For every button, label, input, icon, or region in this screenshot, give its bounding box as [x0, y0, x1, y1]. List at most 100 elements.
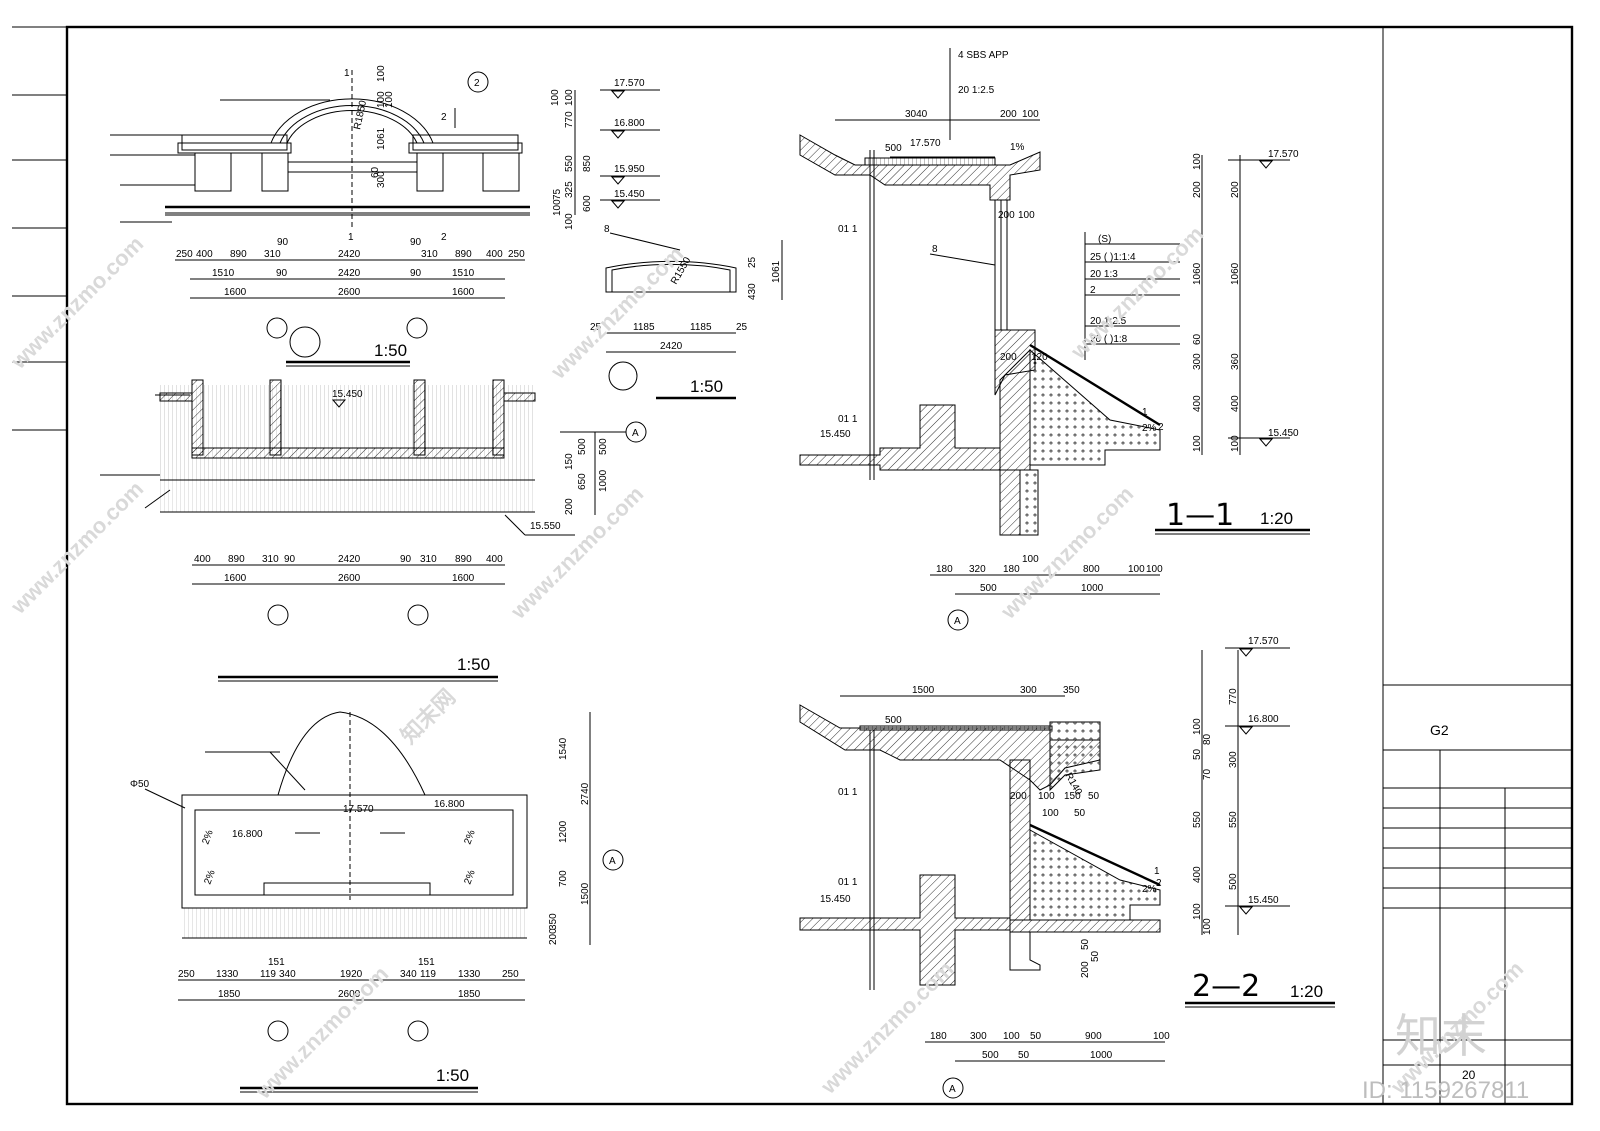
svg-text:900: 900 — [1085, 1031, 1102, 1042]
svg-text:www.znzmo.com: www.znzmo.com — [5, 231, 148, 374]
svg-text:360: 360 — [1230, 353, 1241, 370]
drawing-number: G2 — [1430, 722, 1449, 738]
svg-text:2740: 2740 — [580, 782, 591, 805]
svg-text:50: 50 — [1088, 791, 1100, 802]
svg-text:430: 430 — [747, 283, 758, 300]
svg-text:75: 75 — [552, 188, 563, 200]
svg-text:100: 100 — [1192, 435, 1203, 452]
svg-text:100: 100 — [1192, 903, 1203, 920]
svg-text:550: 550 — [564, 155, 575, 172]
svg-text:90: 90 — [410, 268, 422, 279]
svg-text:100: 100 — [564, 89, 575, 106]
svg-text:100: 100 — [1202, 918, 1213, 935]
svg-text:500: 500 — [885, 715, 902, 726]
svg-text:A: A — [609, 856, 616, 867]
svg-text:1920: 1920 — [340, 969, 363, 980]
svg-text:2420: 2420 — [338, 249, 361, 260]
section-1-notes: (S) 25 ( )1:1:4 20 1:3 2 20 1:2.5 20 ( )… — [1084, 232, 1180, 360]
svg-text:310: 310 — [420, 554, 437, 565]
svg-text:100: 100 — [1003, 1031, 1020, 1042]
svg-text:100: 100 — [1128, 564, 1145, 575]
svg-text:90: 90 — [276, 268, 288, 279]
svg-text:1850: 1850 — [218, 989, 241, 1000]
svg-text:1060: 1060 — [1192, 262, 1203, 285]
svg-text:20 1:2.5: 20 1:2.5 — [1090, 316, 1127, 327]
svg-text:500: 500 — [980, 583, 997, 594]
svg-text:770: 770 — [1228, 688, 1239, 705]
svg-text:50: 50 — [1074, 808, 1086, 819]
arch-radius: R1850 — [352, 99, 369, 131]
svg-text:01 1: 01 1 — [838, 787, 858, 798]
svg-text:25: 25 — [590, 322, 602, 333]
svg-text:700: 700 — [558, 870, 569, 887]
svg-text:80: 80 — [1202, 733, 1213, 745]
svg-text:100: 100 — [564, 213, 575, 230]
svg-text:A: A — [632, 428, 639, 439]
section-1-dims: 180 320 180 100 800 100 100 500 1000 — [930, 554, 1163, 595]
roof-scale: 1:50 — [436, 1066, 469, 1085]
cut-mark-2-bottom: 2 — [441, 232, 447, 243]
svg-text:320: 320 — [969, 564, 986, 575]
svg-text:www.znzmo.com: www.znzmo.com — [1065, 221, 1208, 364]
svg-text:200: 200 — [1192, 181, 1203, 198]
svg-text:890: 890 — [455, 554, 472, 565]
svg-text:1061: 1061 — [376, 127, 387, 150]
section-1-levels: 17.570 15.450 100 200 1060 60 300 400 10… — [1192, 149, 1299, 455]
svg-text:70: 70 — [1202, 768, 1213, 780]
svg-text:1330: 1330 — [458, 969, 481, 980]
section-2-scale: 1:20 — [1290, 982, 1323, 1001]
svg-text:50: 50 — [1018, 1050, 1030, 1061]
svg-text:180: 180 — [930, 1031, 947, 1042]
svg-text:4 SBS APP: 4 SBS APP — [958, 50, 1009, 61]
svg-text:2420: 2420 — [338, 554, 361, 565]
svg-text:15.450: 15.450 — [1268, 428, 1299, 439]
svg-text:1000: 1000 — [598, 469, 609, 492]
svg-text:310: 310 — [421, 249, 438, 260]
svg-text:100: 100 — [1022, 554, 1039, 565]
svg-text:600: 600 — [582, 195, 593, 212]
svg-text:119: 119 — [260, 969, 276, 980]
svg-text:1510: 1510 — [452, 268, 475, 279]
sheet-frame — [12, 25, 1574, 1106]
svg-text:850: 850 — [582, 155, 593, 172]
svg-text:90: 90 — [284, 554, 296, 565]
svg-text:150: 150 — [564, 453, 575, 470]
plan-side-dims: 500 150 650 200 500 1000 — [564, 432, 609, 515]
svg-text:1600: 1600 — [452, 573, 475, 584]
svg-text:300: 300 — [1020, 685, 1037, 696]
svg-text:119: 119 — [420, 969, 436, 980]
svg-text:890: 890 — [455, 249, 472, 260]
svg-text:200: 200 — [1080, 961, 1091, 978]
svg-text:100: 100 — [550, 89, 561, 106]
plan-15450: 15.450 15.550 A 500 150 650 200 500 1000… — [100, 379, 647, 682]
svg-text:2%: 2% — [1142, 884, 1157, 895]
svg-text:www.znzmo.com: www.znzmo.com — [5, 476, 148, 619]
svg-text:2%: 2% — [1142, 423, 1157, 434]
elevation-levels: 17.570 16.800 15.950 15.450 100 100 770 … — [550, 78, 660, 230]
axis-bubble — [289, 326, 321, 358]
elevation-dim-row-2: 1510 90 2420 90 1510 — [190, 268, 505, 280]
svg-text:90: 90 — [277, 237, 289, 248]
svg-text:151: 151 — [418, 957, 435, 968]
svg-text:770: 770 — [564, 111, 575, 128]
svg-text:100: 100 — [376, 91, 387, 108]
svg-text:1600: 1600 — [452, 287, 475, 298]
watermark-id: ID: 1159267811 — [1362, 1077, 1529, 1104]
svg-text:310: 310 — [264, 249, 281, 260]
svg-text:500: 500 — [1228, 873, 1239, 890]
svg-text:2600: 2600 — [338, 989, 361, 1000]
svg-text:100: 100 — [552, 199, 563, 216]
svg-text:100: 100 — [1153, 1031, 1170, 1042]
svg-text:250: 250 — [176, 249, 193, 260]
elevation-scale: 1:50 — [374, 341, 407, 360]
svg-text:3040: 3040 — [905, 109, 928, 120]
svg-text:16.800: 16.800 — [232, 829, 263, 840]
arch-detail-scale: 1:50 — [690, 377, 723, 396]
svg-text:300: 300 — [970, 1031, 987, 1042]
roof-plan: Φ50 16.800 17.570 16.800 2% 2% 2% 2% A 1… — [130, 711, 624, 1093]
svg-text:100: 100 — [1022, 109, 1039, 120]
svg-text:2%: 2% — [202, 869, 217, 886]
svg-text:400: 400 — [1230, 395, 1241, 412]
svg-text:250: 250 — [178, 969, 195, 980]
svg-text:60: 60 — [370, 166, 381, 178]
